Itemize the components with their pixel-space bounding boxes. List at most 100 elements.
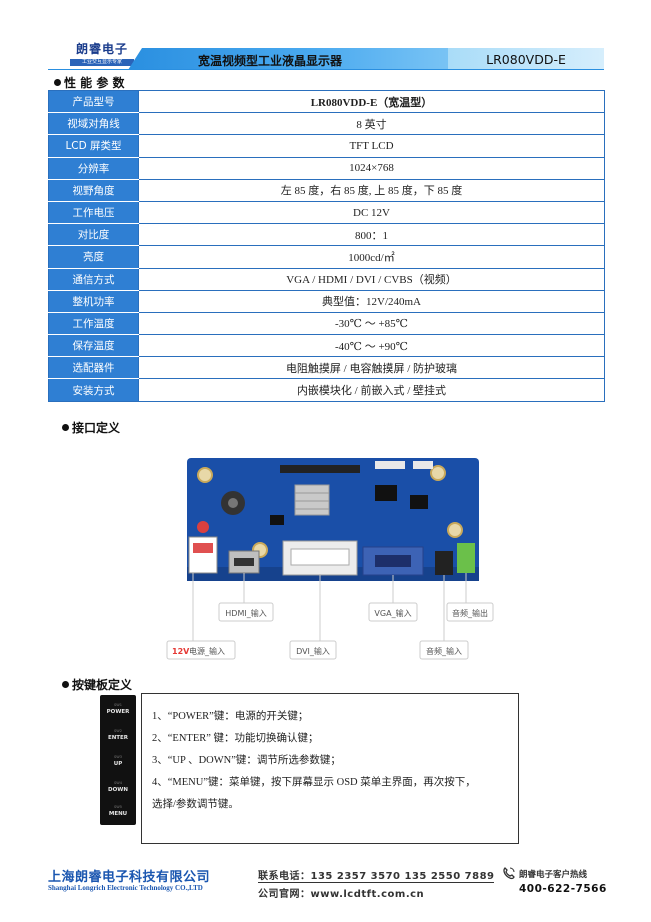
spec-label: 安装方式 [48, 378, 139, 402]
header-band-title-bg [128, 48, 458, 70]
header-band [48, 48, 604, 70]
spec-value: DC 12V [138, 200, 605, 225]
spec-value: TFT LCD [138, 134, 605, 158]
audio-in-jack [435, 551, 453, 575]
keypad-section-title-text: 按键板定义 [72, 678, 133, 692]
callout-vga-label: VGA_输入 [374, 608, 411, 618]
spec-value: 左 85 度，右 85 度, 上 85 度，下 85 度 [138, 178, 605, 202]
company-logo: 朗睿电子 工业交互显示专家 [70, 40, 134, 66]
spec-label: 工作电压 [48, 200, 139, 225]
callout-audio-in-label: 音频_输入 [426, 646, 462, 656]
pin-header [280, 465, 360, 473]
mounting-hole [430, 465, 446, 481]
desc-line: 3、“UP 、DOWN”键：调节所选参数键； [152, 755, 341, 766]
keypad-section-title: 按键板定义 [62, 676, 132, 693]
spec-row: 视野角度左 85 度，右 85 度, 上 85 度，下 85 度 [48, 178, 605, 202]
spec-row: 保存温度-40℃ ～ +90℃ [48, 334, 605, 358]
spec-label: 对比度 [48, 223, 139, 247]
callout-audio-in: 音频_输入 [419, 640, 469, 660]
desc-line: 2、“ENTER” 键：功能切换确认键； [152, 733, 319, 744]
pin-header [375, 461, 405, 469]
ic-chip [410, 495, 428, 509]
logo-subtitle: 工业交互显示专家 [70, 59, 134, 66]
spec-row: 选配器件电阻触摸屏 / 电容触摸屏 / 防护玻璃 [48, 356, 605, 380]
header-band-model-bg [448, 48, 604, 70]
footer-company-name-en: Shanghai Longrich Electronic Technology … [48, 884, 203, 892]
desc-line: 1、“POWER”键：电源的开关键； [152, 711, 309, 722]
spec-row: 整机功率典型值：12V/240mA [48, 289, 605, 313]
bullet-icon [62, 681, 69, 688]
spec-value: LR080VDD-E（宽温型） [138, 89, 605, 114]
spec-value: 内嵌模块化 / 前嵌入式 / 壁挂式 [138, 378, 605, 402]
footer-divider [258, 882, 494, 883]
callout-hdmi: HDMI_输入 [218, 602, 274, 622]
mounting-hole [197, 467, 213, 483]
phone-icon [503, 867, 515, 880]
spec-label: 视野角度 [48, 178, 139, 202]
spec-label: 工作温度 [48, 311, 139, 336]
spec-section-title: 性 能 参 数 [54, 74, 125, 91]
callout-vga: VGA_输入 [368, 602, 418, 622]
spec-label: 亮度 [48, 245, 139, 269]
keypad-description: 1、“POWER”键：电源的开关键； 2、“ENTER” 键：功能切换确认键； … [141, 693, 519, 844]
heatsink [294, 484, 330, 516]
page-title: 宽温视频型工业液晶显示器 [197, 54, 342, 68]
spec-label: 整机功率 [48, 289, 139, 313]
interface-section-title-text: 接口定义 [72, 421, 121, 435]
spec-label: 产品型号 [48, 89, 139, 114]
audio-out-jack [457, 543, 475, 573]
bullet-icon [62, 424, 69, 431]
header-rule [48, 69, 604, 70]
spec-value: 800：1 [138, 223, 605, 247]
spec-row: 安装方式内嵌模块化 / 前嵌入式 / 壁挂式 [48, 378, 605, 402]
footer-website: 公司官网：www.lcdtft.com.cn [258, 889, 425, 900]
spec-label: LCD 屏类型 [48, 134, 139, 158]
spec-value: VGA / HDMI / DVI / CVBS（视频） [138, 267, 605, 291]
spec-value: 典型值：12V/240mA [138, 289, 605, 313]
spec-value: 1024×768 [138, 156, 605, 180]
callout-dvi-label: DVI_输入 [296, 646, 330, 656]
spec-label: 分辨率 [48, 156, 139, 180]
ic-chip [375, 485, 397, 501]
ic-chip [270, 515, 284, 525]
model-number: LR080VDD-E [486, 52, 566, 67]
logo-text: 朗睿电子 [75, 42, 128, 56]
spec-value: 电阻触摸屏 / 电容触摸屏 / 防护玻璃 [138, 356, 605, 380]
callout-power-label: 电源_输入 [189, 646, 225, 656]
mounting-hole [447, 522, 463, 538]
footer-company-name: 上海朗睿电子科技有限公司 [48, 870, 211, 885]
desc-line: 4、“MENU”键：菜单键，按下屏幕显示 OSD 菜单主界面，再次按下， [152, 777, 476, 788]
spec-label: 选配器件 [48, 356, 139, 380]
spec-label: 通信方式 [48, 267, 139, 291]
spec-label: 视域对角线 [48, 112, 139, 136]
footer-hotline-label: 朗睿电子客户热线 [519, 870, 588, 880]
callout-power: 12V 电源_输入 [166, 640, 236, 660]
spec-row: 工作温度-30℃ ～ +85℃ [48, 311, 605, 336]
spec-label: 保存温度 [48, 334, 139, 358]
callout-power-prefix: 12V [172, 647, 190, 656]
driver-board-image: HDMI_输入 12V 电源_输入 DVI_输入 VGA_输入 音频_输出 音频… [166, 458, 494, 660]
bullet-icon [54, 79, 61, 86]
interface-section-title: 接口定义 [62, 419, 120, 436]
footer-phone: 联系电话：135 2357 3570 135 2550 7889 [258, 871, 495, 882]
callout-dvi: DVI_输入 [289, 640, 337, 660]
footer-hotline-number: 400-622-7566 [519, 883, 607, 895]
callout-audio-out: 音频_输出 [446, 602, 494, 622]
power-jack [188, 536, 218, 574]
spec-section-title-text: 性 能 参 数 [64, 76, 125, 90]
pin-header [413, 461, 433, 469]
callout-audio-out-label: 音频_输出 [452, 608, 488, 618]
